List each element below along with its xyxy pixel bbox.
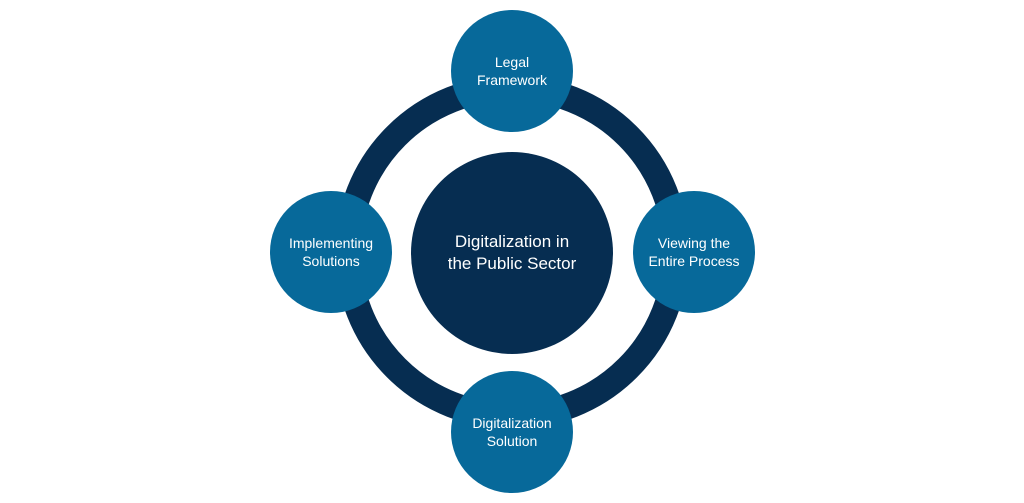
node-legal-framework: Legal Framework <box>451 10 573 132</box>
node-viewing-entire-process: Viewing the Entire Process <box>633 191 755 313</box>
node-implementing-solutions: Implementing Solutions <box>270 191 392 313</box>
node-implementing-solutions-label: Implementing Solutions <box>288 234 374 269</box>
node-digitalization-solution-label: Digitalization Solution <box>472 414 552 449</box>
center-node: Digitalization in the Public Sector <box>411 152 613 354</box>
node-legal-framework-label: Legal Framework <box>476 53 547 88</box>
node-viewing-entire-process-label: Viewing the Entire Process <box>648 234 740 269</box>
node-digitalization-solution: Digitalization Solution <box>451 371 573 493</box>
center-node-label: Digitalization in the Public Sector <box>447 231 577 273</box>
